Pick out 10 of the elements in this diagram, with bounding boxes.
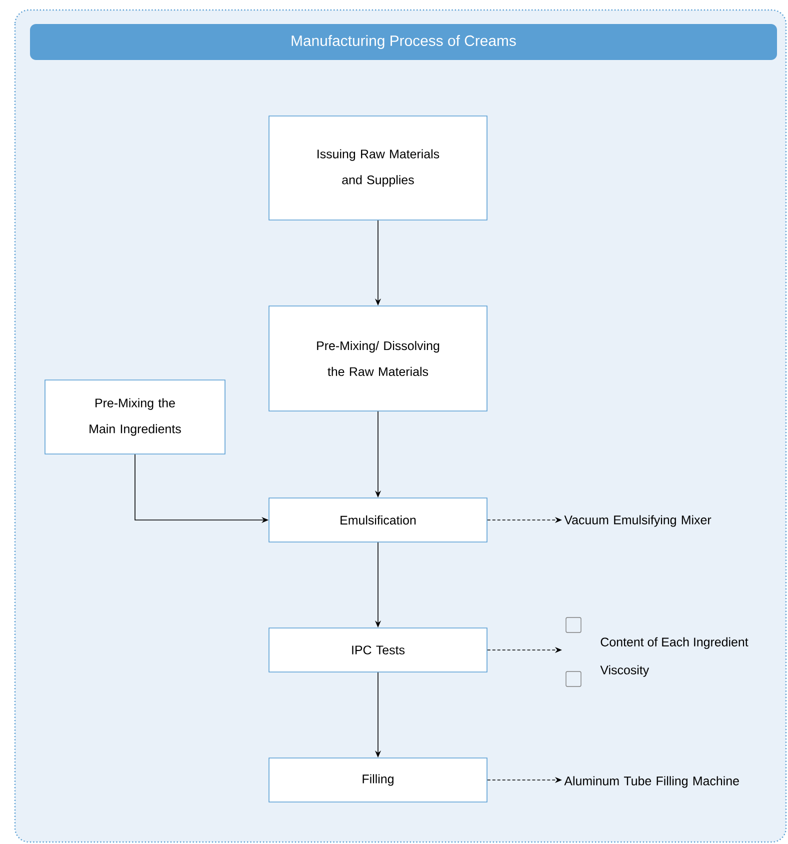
process-box: Pre-Mixing the Main Ingredients [44, 380, 226, 454]
title-band: Manufacturing Process of Creams [30, 24, 777, 60]
checklist: Content of Each Ingredient Viscosity [600, 637, 748, 677]
equipment-label: Aluminum Tube Filling Machine [564, 776, 739, 788]
process-box: Issuing Raw Materials and Supplies [268, 116, 488, 220]
process-box: IPC Tests [268, 628, 488, 672]
equipment-label: Vacuum Emulsifying Mixer [564, 515, 712, 527]
process-box: Filling [268, 758, 488, 802]
process-box: Pre-Mixing/ Dissolving the Raw Materials [268, 306, 488, 412]
process-box: Emulsification [268, 498, 488, 542]
